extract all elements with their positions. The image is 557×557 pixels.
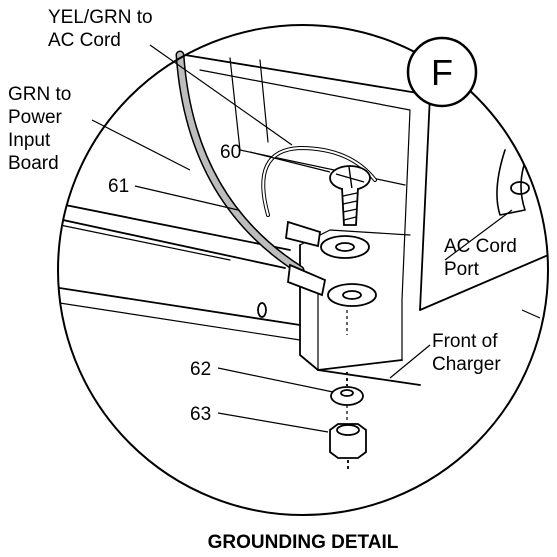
label-ac-cord-port-line1: AC Cord <box>444 236 517 257</box>
part-number-63: 63 <box>190 404 211 425</box>
label-ac-cord-port-line2: Port <box>444 259 480 280</box>
ring-terminals <box>285 220 377 307</box>
detail-badge: F <box>406 36 478 108</box>
part-number-60: 60 <box>220 142 241 163</box>
label-grn-line3: Input <box>8 130 51 151</box>
diagram-caption: GROUNDING DETAIL <box>208 532 399 553</box>
label-front-of-charger-line1: Front of <box>432 331 498 352</box>
label-grn-line4: Board <box>8 153 59 174</box>
detail-illustration <box>58 54 548 386</box>
label-grn-line2: Power <box>8 107 63 128</box>
detail-circle <box>57 24 549 516</box>
leader-lines <box>91 44 541 433</box>
lock-washer-62 <box>330 372 364 406</box>
label-yel-grn-line1: YEL/GRN to <box>48 7 153 28</box>
part-number-62: 62 <box>190 359 211 380</box>
part-number-61: 61 <box>108 176 129 197</box>
label-yel-grn-line2: AC Cord <box>48 30 121 51</box>
nut-63 <box>329 423 367 470</box>
badge-letter: F <box>431 52 453 93</box>
screw-60 <box>329 165 371 226</box>
label-front-of-charger-line2: Charger <box>432 354 501 375</box>
label-grn-line1: GRN to <box>8 84 71 105</box>
ac-cord-port-housing <box>496 149 531 216</box>
ground-wires <box>175 50 377 275</box>
